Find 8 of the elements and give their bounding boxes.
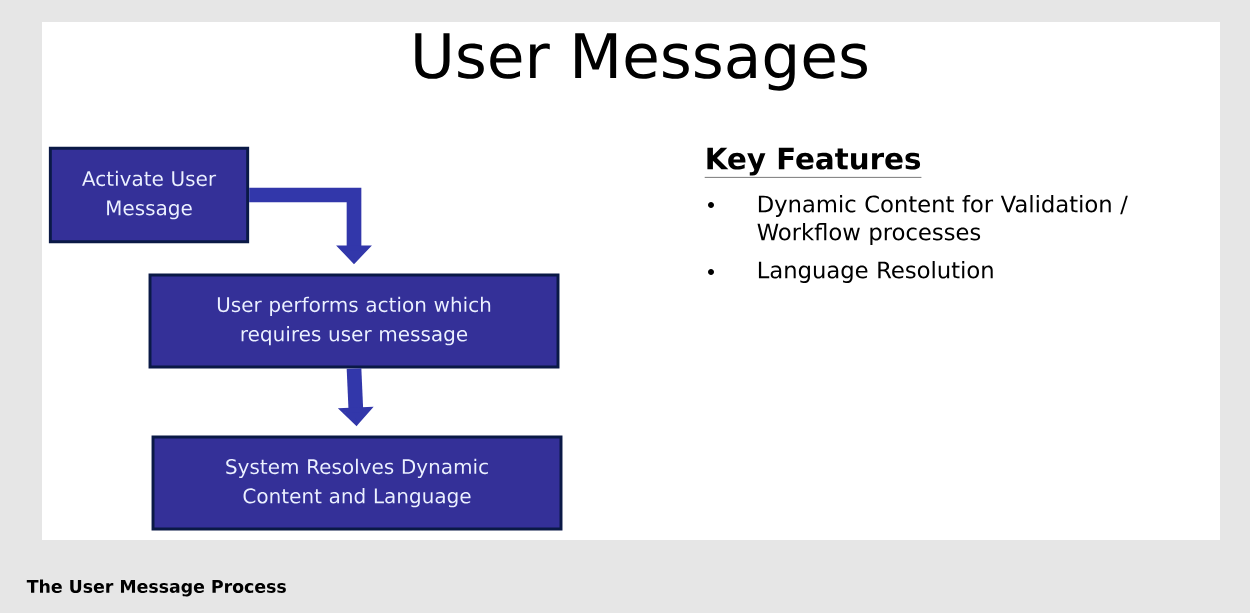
caption: The User Message Process [26, 579, 286, 597]
process-box: System Resolves Dynamic Content and Language [151, 435, 563, 531]
bullet-text: Language Resolution [758, 261, 993, 283]
section-heading: Key Features [704, 147, 922, 178]
bullet-text: Dynamic Content for Validation / Workflow processes [757, 195, 1128, 245]
slide-title: User Messages [415, 33, 867, 91]
process-box: User performs action which requires user message [148, 273, 560, 369]
process-box: Activate User Message [48, 146, 250, 244]
